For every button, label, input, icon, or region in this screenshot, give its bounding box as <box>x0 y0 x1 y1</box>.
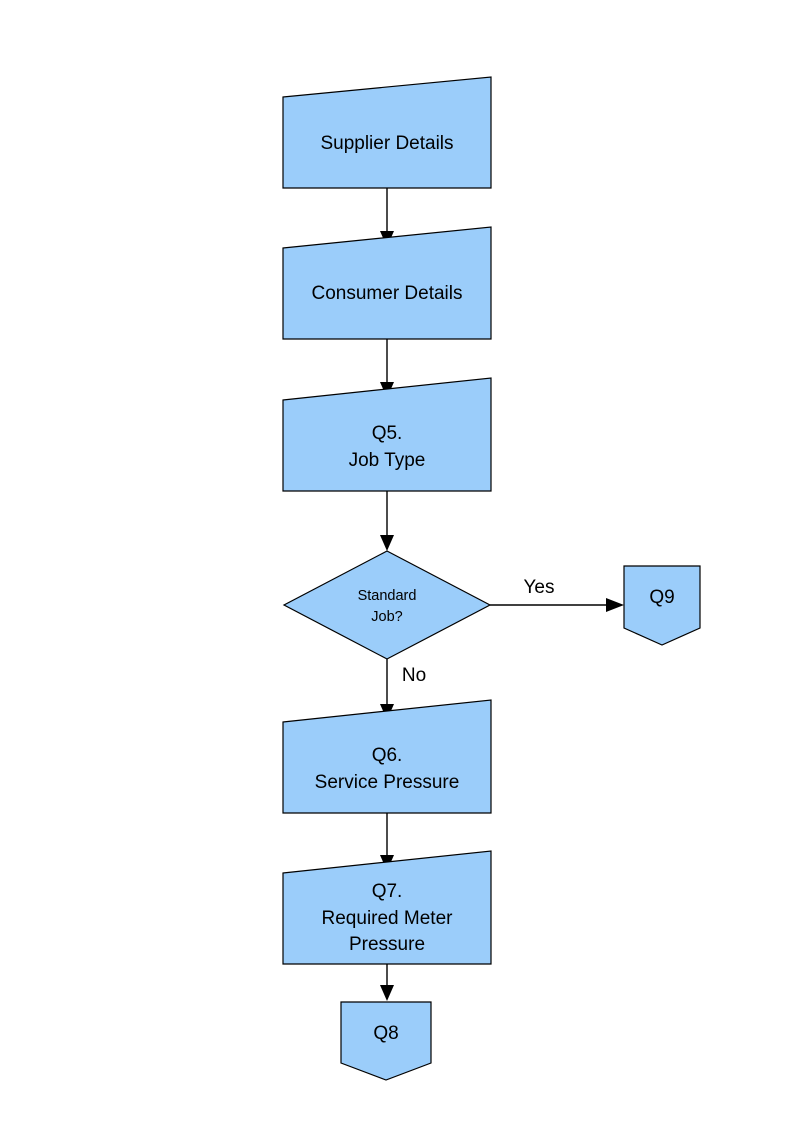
node-label-line-1: Q5. <box>372 423 403 444</box>
node-shape-slanted-box[interactable] <box>282 76 492 189</box>
edge-q5-to-decision <box>380 491 394 551</box>
node-shape-diamond[interactable] <box>282 550 492 660</box>
node-label-line-1: Q6. <box>372 745 403 766</box>
edge-label-no: No <box>402 665 426 686</box>
node-q8[interactable]: Q8 <box>340 1001 432 1081</box>
node-q6-service-pressure[interactable]: Q6. Service Pressure <box>282 699 492 814</box>
node-shape-slanted-box[interactable] <box>282 850 492 965</box>
node-q9[interactable]: Q9 <box>623 565 701 646</box>
arrowhead-icon <box>606 598 624 612</box>
node-label: Q9 <box>649 587 674 608</box>
node-supplier-details[interactable]: Supplier Details <box>282 76 492 189</box>
node-shape-slanted-box[interactable] <box>282 226 492 340</box>
node-label-line-3: Pressure <box>349 934 425 955</box>
node-shape-pentagon-tag[interactable] <box>623 565 701 646</box>
node-label: Q8 <box>373 1023 398 1044</box>
node-shape-slanted-box[interactable] <box>282 377 492 492</box>
node-shape-slanted-box[interactable] <box>282 699 492 814</box>
node-standard-job-decision[interactable]: Standard Job? <box>282 550 492 660</box>
node-label-line-1: Q7. <box>372 881 403 902</box>
edge-q7-to-q8 <box>380 964 394 1001</box>
node-label: Supplier Details <box>320 133 453 154</box>
node-label-line-2: Required Meter <box>322 908 454 929</box>
edge-label-yes: Yes <box>524 577 555 598</box>
node-label: Consumer Details <box>312 283 463 304</box>
node-q7-required-meter-pressure[interactable]: Q7. Required Meter Pressure <box>282 850 492 965</box>
node-label-line-2: Job? <box>371 609 402 625</box>
node-label-line-2: Service Pressure <box>315 772 460 793</box>
node-q5-job-type[interactable]: Q5. Job Type <box>282 377 492 492</box>
arrowhead-icon <box>380 985 394 1001</box>
arrowhead-icon <box>380 535 394 551</box>
node-label-line-2: Job Type <box>349 450 426 471</box>
edge-decision-to-q9-yes <box>490 598 624 612</box>
node-shape-pentagon-tag[interactable] <box>340 1001 432 1081</box>
node-consumer-details[interactable]: Consumer Details <box>282 226 492 340</box>
node-label-line-1: Standard <box>358 588 417 604</box>
